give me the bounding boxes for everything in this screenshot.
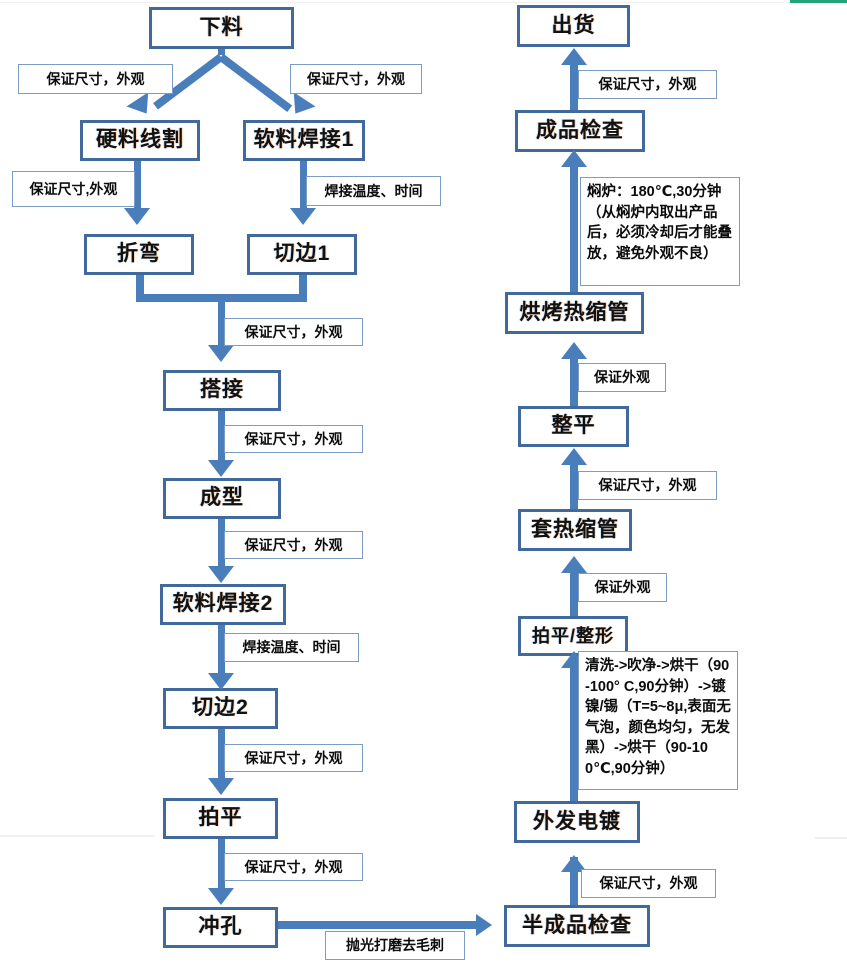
connector-hongkao-to-chengpin xyxy=(570,160,578,292)
node-zhewan[interactable]: 折弯 xyxy=(84,234,194,275)
node-waifa-diandu[interactable]: 外发电镀 xyxy=(514,801,640,843)
node-ruanliao-hanjie1[interactable]: 软料焊接1 xyxy=(243,120,365,161)
arrowhead-dajie xyxy=(208,345,234,362)
annotation-zhengping-to-hongkao: 保证外观 xyxy=(578,363,666,392)
node-paiping-zhengxing[interactable]: 拍平/整形 xyxy=(518,616,628,656)
connector-tao-to-zhengping xyxy=(570,457,578,509)
arrowhead-tao-reshuoguan xyxy=(561,556,587,573)
annotation-banchengpin-to-waifa: 保证尺寸，外观 xyxy=(581,869,716,898)
arrowhead-paiping xyxy=(208,778,234,795)
node-hongkao-reshuoguan[interactable]: 烘烤热缩管 xyxy=(505,292,644,334)
page-seam-top xyxy=(0,2,790,3)
arrowhead-chuhuo xyxy=(561,48,587,65)
page-seam-left xyxy=(0,835,155,837)
node-chengpin-jiancha[interactable]: 成品检查 xyxy=(515,110,645,152)
connector-xialiao-to-ruanliao1 xyxy=(218,53,293,112)
connector-dajie-to-chengxing xyxy=(218,411,225,468)
connector-paiping-to-chongkong xyxy=(218,839,225,896)
page-seam-right xyxy=(815,837,847,839)
annotation-chengxing-to-ruanliao2: 保证尺寸，外观 xyxy=(224,531,363,559)
arrowhead-qiebian2 xyxy=(208,673,234,690)
node-xialiao[interactable]: 下料 xyxy=(149,7,294,49)
arrowhead-to-ruanliao1 xyxy=(284,92,316,121)
connector-ruanliao1-to-qiebian1 xyxy=(300,161,307,214)
annotation-ruanliao1-to-qiebian1: 焊接温度、时间 xyxy=(306,176,441,206)
arrowhead-chongkong xyxy=(208,888,234,905)
annotation-chengpin-to-chuhuo: 保证尺寸，外观 xyxy=(578,70,717,99)
arrowhead-waifa-diandu xyxy=(561,855,587,872)
connector-chengxing-to-ruanliao2 xyxy=(218,519,225,575)
annotation-xialiao-left: 保证尺寸，外观 xyxy=(18,64,173,94)
connector-zhengping-to-hongkao xyxy=(570,352,578,406)
arrowhead-hongkao-reshuoguan xyxy=(561,342,587,359)
node-paiping[interactable]: 拍平 xyxy=(163,798,278,839)
arrowhead-ruanliao2 xyxy=(208,566,234,583)
annotation-tao-to-zhengping: 保证尺寸，外观 xyxy=(578,471,717,500)
arrowhead-qiebian1 xyxy=(290,208,316,225)
node-qiebian1[interactable]: 切边1 xyxy=(247,234,357,275)
annotation-merge-to-dajie: 保证尺寸，外观 xyxy=(224,318,363,346)
annotation-paiping-zhengxing-to-tao: 保证外观 xyxy=(578,573,667,602)
connector-merge-to-dajie xyxy=(218,294,225,351)
node-chengxing[interactable]: 成型 xyxy=(163,478,281,519)
connector-zhewan-down xyxy=(136,275,144,301)
arrowhead-zhengping xyxy=(561,448,587,465)
annotation-dajie-to-chengxing: 保证尺寸，外观 xyxy=(224,425,363,453)
annotation-bridge-polish: 抛光打磨去毛刺 xyxy=(325,931,465,960)
arrowhead-to-yingliao xyxy=(126,92,158,121)
annotation-qiebian2-to-paiping: 保证尺寸，外观 xyxy=(224,744,363,772)
annotation-yingliao-to-zhewan: 保证尺寸,外观 xyxy=(12,171,135,207)
node-ruanliao-hanjie2[interactable]: 软料焊接2 xyxy=(160,584,286,625)
connector-xialiao-stem xyxy=(218,49,225,55)
node-qiebian2[interactable]: 切边2 xyxy=(163,688,278,729)
connector-ruanliao2-to-qiebian2 xyxy=(218,625,225,682)
connector-banchengpin-to-waifa xyxy=(570,857,578,905)
annotation-xialiao-right: 保证尺寸，外观 xyxy=(290,64,422,94)
annotation-paiping-to-chongkong: 保证尺寸，外观 xyxy=(224,853,363,881)
connector-yingliao-to-zhewan xyxy=(134,161,141,214)
connector-qiebian1-down xyxy=(299,275,307,301)
node-chuhuo[interactable]: 出货 xyxy=(517,5,630,47)
connector-chongkong-to-banchengpin xyxy=(278,921,478,929)
connector-qiebian2-to-paiping xyxy=(218,729,225,786)
top-green-accent-bar xyxy=(790,0,847,3)
arrowhead-chengxing xyxy=(208,460,234,477)
node-yingliao-xiange[interactable]: 硬料线割 xyxy=(80,120,200,161)
node-tao-reshuoguan[interactable]: 套热缩管 xyxy=(518,509,632,551)
node-dajie[interactable]: 搭接 xyxy=(163,370,281,411)
annotation-ruanliao2-to-qiebian2: 焊接温度、时间 xyxy=(224,633,359,662)
arrowhead-chengpin-jiancha xyxy=(561,150,587,167)
arrowhead-banchengpin xyxy=(476,914,492,936)
connector-paiping-zhengxing-to-tao xyxy=(570,563,578,616)
connector-chengpin-to-chuhuo xyxy=(570,59,578,110)
annotation-electroplating-process: 清洗->吹净->烘干（90-100° C,90分钟）->镀镍/锡（T=5~8μ,… xyxy=(578,651,738,790)
arrowhead-zhewan xyxy=(124,208,150,225)
annotation-baking-oven-process: 焖炉：180℃,30分钟（从焖炉内取出产品后，必须冷却后才能叠放，避免外观不良） xyxy=(580,177,740,286)
node-banchengpin-jiancha[interactable]: 半成品检查 xyxy=(504,905,650,947)
node-zhengping[interactable]: 整平 xyxy=(518,406,629,447)
node-chongkong[interactable]: 冲孔 xyxy=(163,907,278,948)
connector-waifa-to-paiping-zhengxing xyxy=(570,663,578,801)
